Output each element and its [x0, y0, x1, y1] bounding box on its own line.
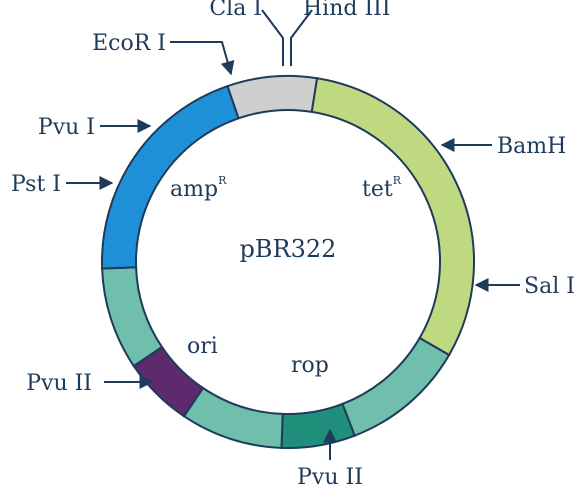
cla-hind-marker — [261, 9, 313, 66]
gene-label-rop: rop — [291, 353, 329, 378]
seg-teal-left — [101, 266, 164, 368]
site-label-sal: Sal I — [524, 274, 575, 299]
site-label-ecor: EcoR I — [92, 31, 166, 56]
seg-teal-right — [341, 336, 451, 437]
plasmid-ring — [101, 75, 475, 449]
plasmid-name: pBR322 — [240, 235, 337, 263]
seg-cla-hind — [226, 75, 319, 120]
seg-amp — [101, 84, 240, 270]
site-label-bamh: BamH — [497, 134, 566, 159]
site-label-pst: Pst I — [11, 172, 61, 197]
gene-label-amp: ampR — [170, 174, 227, 202]
gene-label-tet: tetR — [362, 174, 402, 202]
seg-teal-bottom — [182, 386, 284, 449]
site-label-pvu2-bottom: Pvu II — [297, 465, 363, 486]
gene-label-ori: ori — [187, 334, 218, 359]
site-label-pvu1: Pvu I — [38, 115, 95, 140]
site-label-hind: Hind III — [303, 0, 391, 21]
site-label-pvu2-left: Pvu II — [26, 371, 92, 396]
seg-rop — [280, 402, 356, 449]
seg-tet — [310, 77, 475, 357]
site-label-cla: Cla I — [209, 0, 262, 21]
ecor-arrow — [170, 41, 235, 76]
